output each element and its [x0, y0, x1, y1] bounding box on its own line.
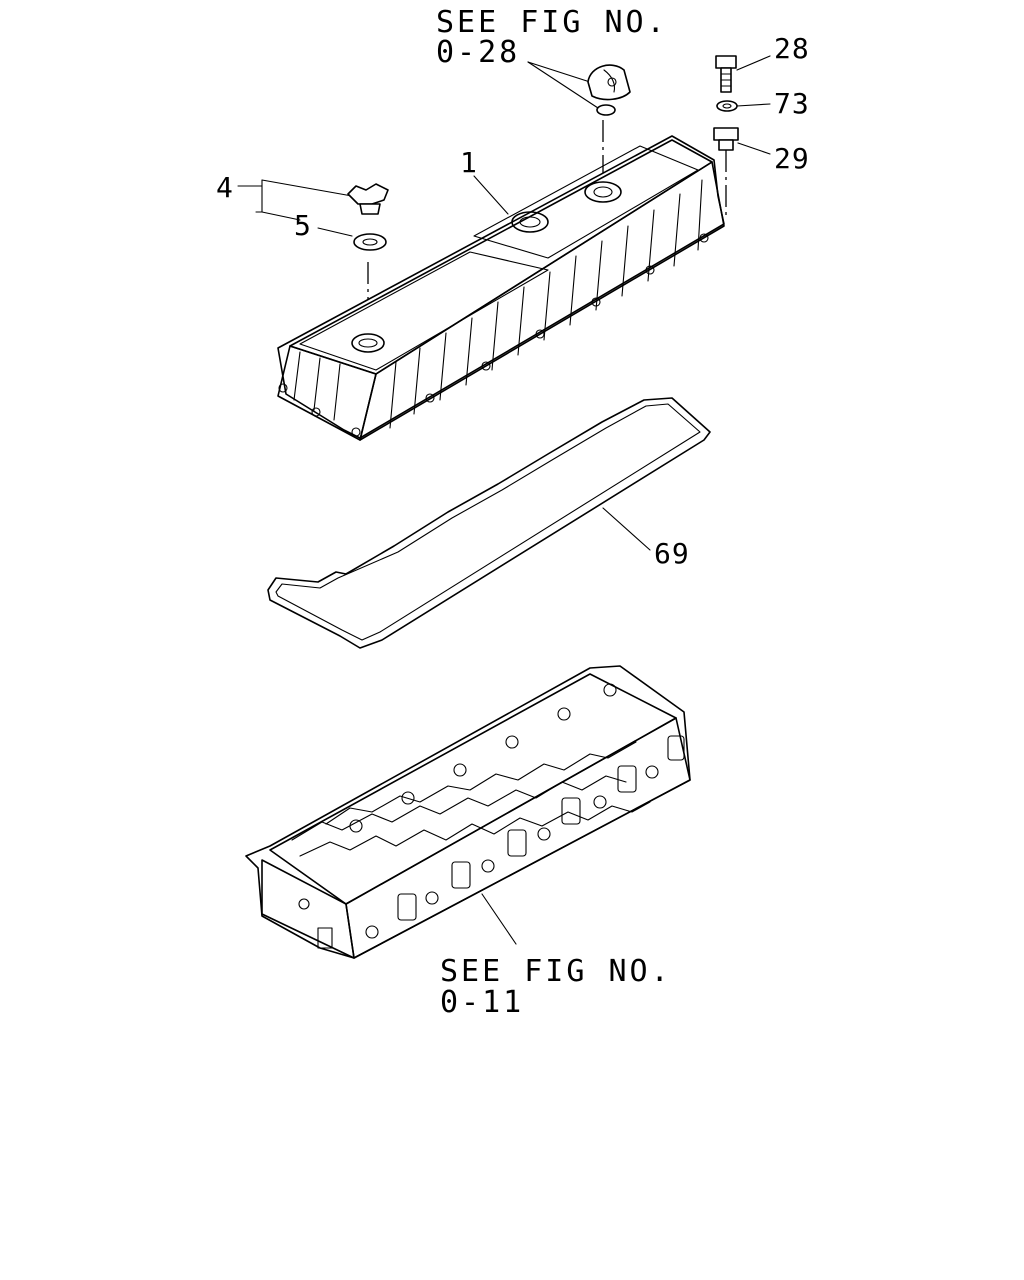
bolt-icon — [715, 55, 737, 93]
callout-69: 69 — [654, 537, 690, 570]
oil-filler-cap-icon — [347, 183, 389, 215]
callout-1: 1 — [460, 146, 478, 179]
head-cover-gasket — [267, 397, 711, 649]
oil-filler-gasket-icon — [353, 233, 387, 251]
callout-29: 29 — [774, 142, 810, 175]
breather-cap-icon — [587, 64, 631, 116]
cylinder-head-cover — [277, 135, 725, 441]
callout-4: 4 — [216, 171, 234, 204]
ref-top-line1: SEE FIG NO. — [436, 5, 668, 40]
nut-icon — [713, 127, 739, 151]
callout-73: 73 — [774, 87, 810, 120]
leader-lines — [237, 55, 771, 945]
cylinder-head — [245, 665, 691, 959]
washer-icon — [716, 100, 738, 112]
ref-bottom-line1: SEE FIG NO. — [440, 954, 672, 989]
callout-28: 28 — [774, 32, 810, 65]
callout-5: 5 — [294, 209, 312, 242]
ref-bottom-line2: 0-11 — [440, 985, 524, 1020]
ref-top-line2: 0-28 — [436, 35, 520, 70]
